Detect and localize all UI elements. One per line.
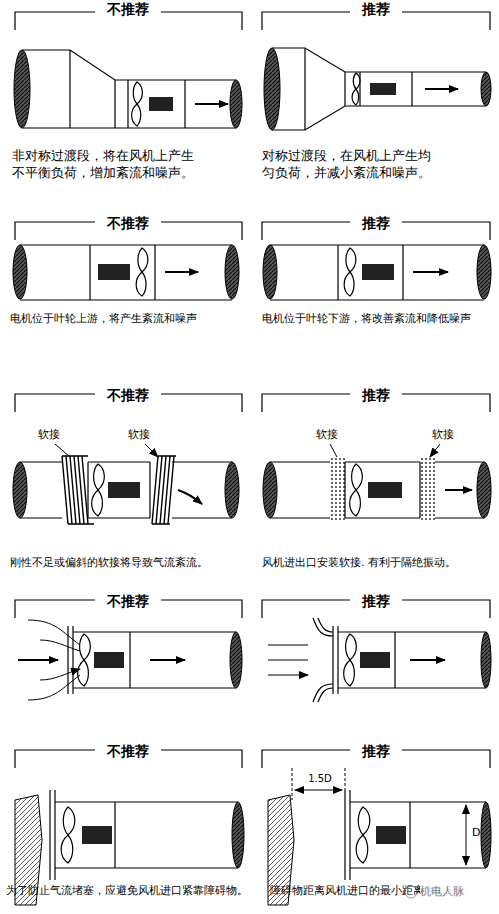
heading: 不推荐 [78,592,178,610]
heading: 推荐 [326,214,426,232]
part-name: 软接 [316,428,356,442]
fan-inlet-bell [268,618,491,702]
part-name: 软接 [128,428,168,442]
dimension: D [472,826,492,840]
note: 风机进出口安装软接. 有利于隔绝振动。 [262,556,497,570]
fan-good-flex [263,444,491,522]
note: 电机位于叶轮下游，将改善紊流和降低噪声 [262,312,497,326]
part-name: 软接 [432,428,472,442]
heading: 推荐 [326,386,426,404]
part-name: 软接 [38,428,78,442]
note: 对称过渡段，在风机上产生均 匀负荷，并减小紊流和噪声。 [262,148,437,182]
heading: 推荐 [326,0,426,18]
fan-bad-flex [13,444,239,524]
fan-motor-upstream [13,245,239,300]
note: 为了防止气流堵塞，应避免风机进口紧靠障碍物。 [6,884,256,898]
note: 刚性不足或偏斜的软接将导致气流紊流。 [10,556,250,570]
fan-duct-asymmetric [14,50,242,128]
fan-motor-downstream [263,245,491,300]
note: 非对称过渡段，将在风机上产生 不平衡负荷，增加紊流和噪声。 [12,148,200,182]
brackets [15,12,490,768]
heading: 不推荐 [78,0,178,18]
heading: 不推荐 [78,214,178,232]
heading: 不推荐 [78,742,178,760]
heading: 推荐 [326,592,426,610]
heading: 推荐 [326,742,426,760]
dimension: 1.5D [298,772,342,785]
fan-duct-symmetric [264,48,491,130]
fan-no-inlet-bell [18,620,242,700]
heading: 不推荐 [78,386,178,404]
watermark: 机电人脉 [420,885,498,899]
note: 电机位于叶轮上游，将产生紊流和噪声 [10,312,250,326]
